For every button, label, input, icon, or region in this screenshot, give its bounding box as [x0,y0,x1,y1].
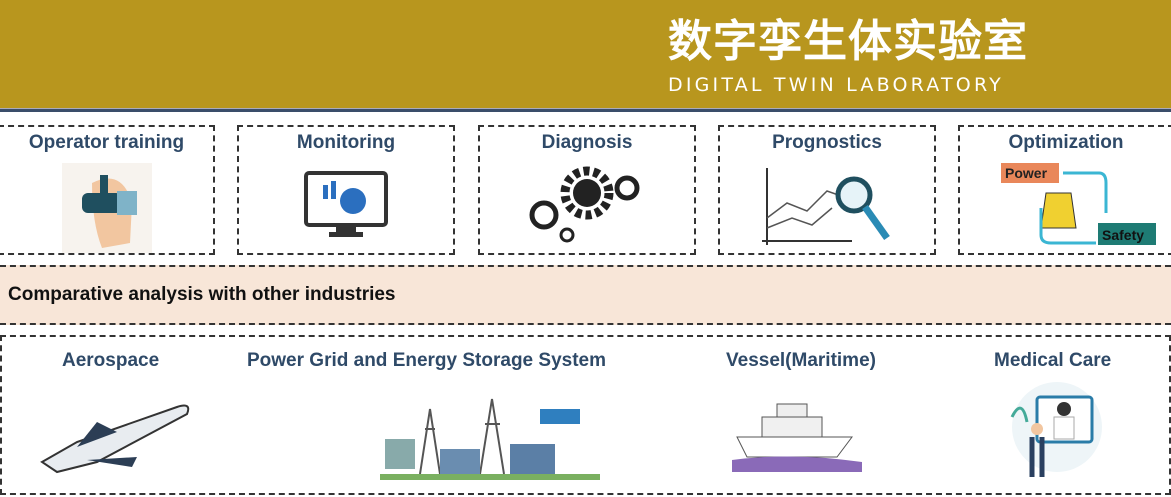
gears-wrench-icon [529,166,640,243]
header-banner: 数字孪生体实验室 DIGITAL TWIN LABORATORY [0,0,1171,108]
vr-headset-icon [61,163,152,253]
app-label: Prognostics [772,132,882,153]
industries-box: Aerospace Power Grid and Energy Storage … [0,335,1171,495]
power-label: Power [1005,165,1048,181]
chart-magnifier-icon [762,168,890,245]
space-shuttle-icon [40,404,190,474]
comparison-band: Comparative analysis with other industri… [0,265,1171,325]
monitor-chart-icon [304,171,388,237]
comparison-label: Comparative analysis with other industri… [8,284,396,305]
app-diagnosis: Diagnosis [478,125,696,255]
title-en: DIGITAL TWIN LABORATORY [668,74,1004,96]
app-label: Optimization [1008,132,1124,153]
app-prognostics: Prognostics [718,125,936,255]
app-monitoring: Monitoring [237,125,455,255]
title-cn: 数字孪生体实验室 [668,16,1028,67]
app-label: Monitoring [296,132,396,153]
app-label: Diagnosis [541,132,633,153]
doctor-icon [1010,382,1102,477]
safety-label: Safety [1102,227,1144,243]
app-label: Operator training [28,132,185,153]
divider [0,108,1171,112]
power-grid-icon [380,398,600,480]
app-operator-training: Operator training [0,125,215,255]
industry-power-grid: Power Grid and Energy Storage System [247,350,606,371]
industry-aerospace: Aerospace [62,350,160,371]
industry-vessel: Vessel(Maritime) [726,350,876,371]
ship-icon [732,403,862,472]
industry-medical: Medical Care [994,350,1112,371]
